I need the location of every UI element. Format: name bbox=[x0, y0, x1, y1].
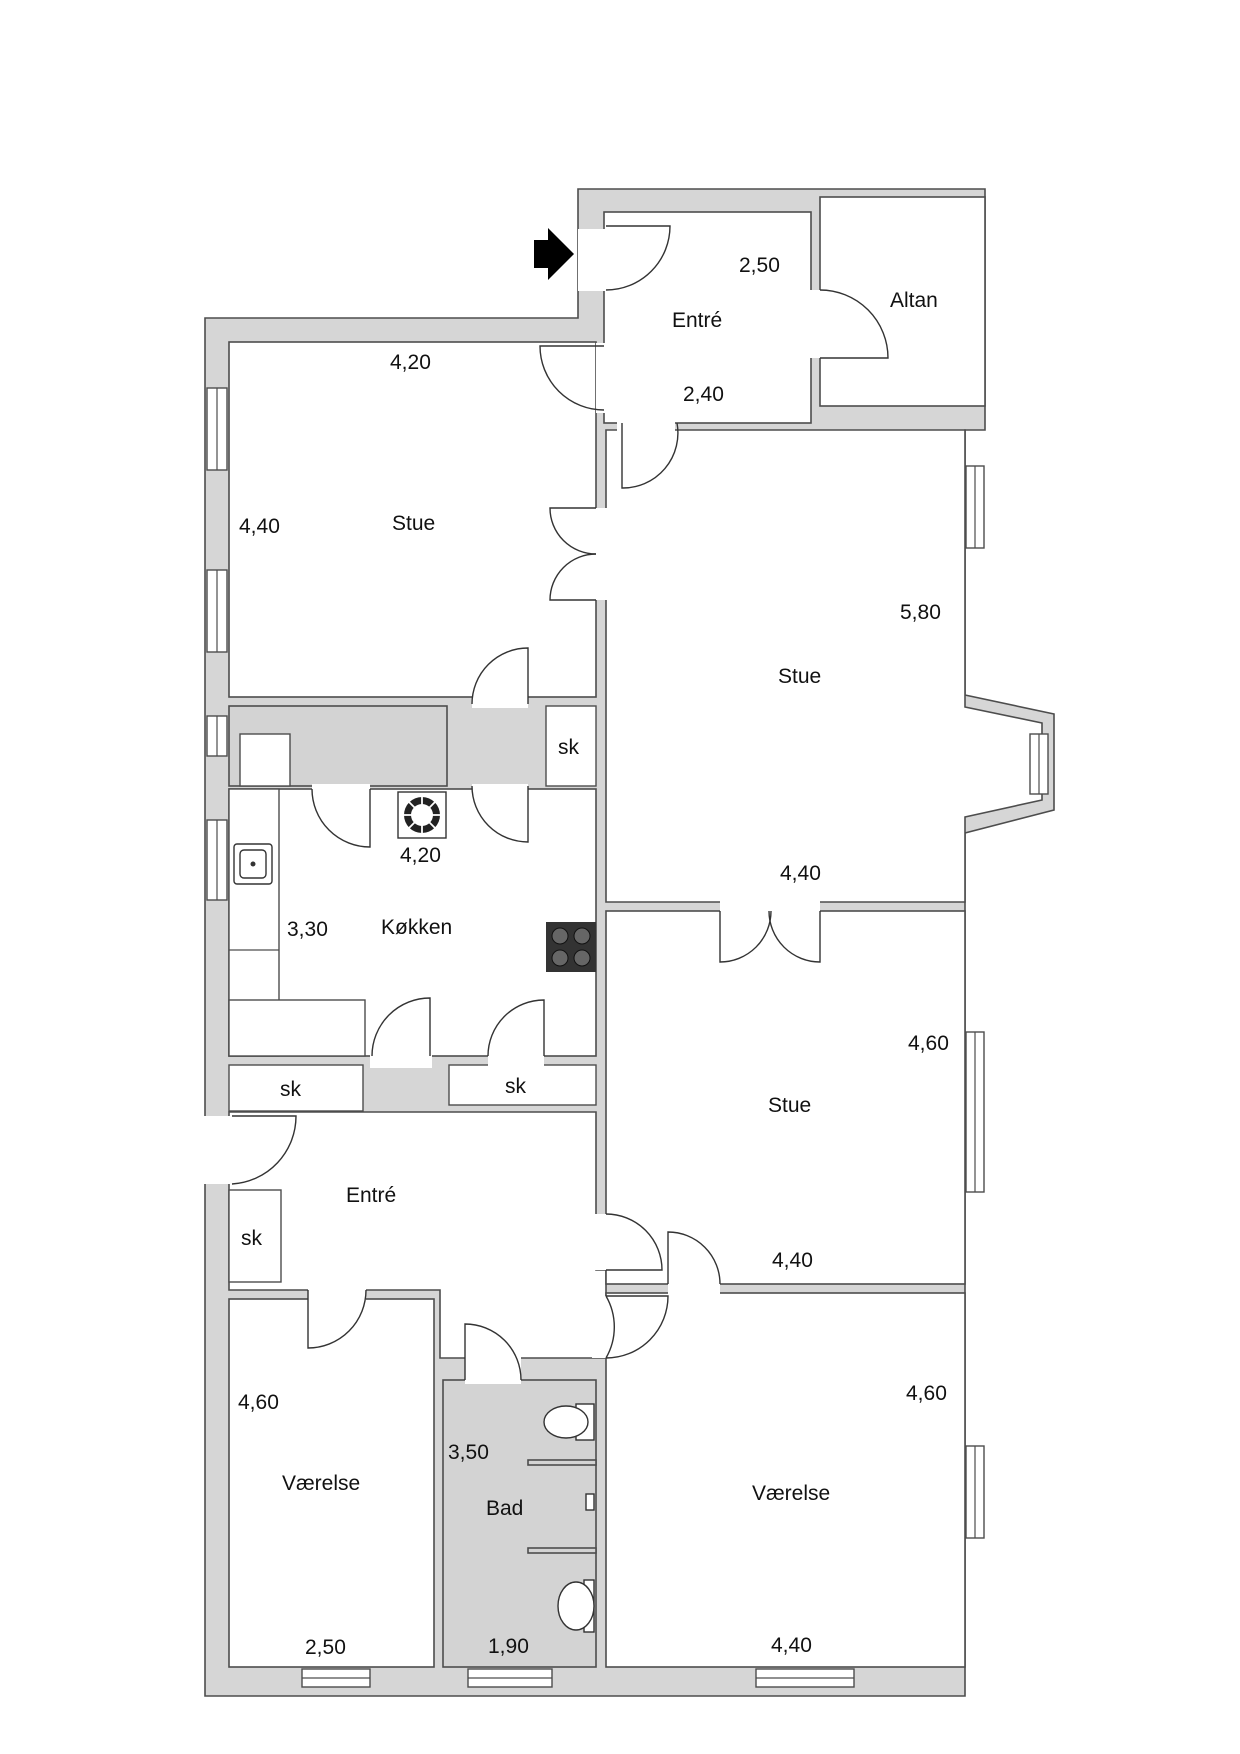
dim-vaerelse-sw-width: 2,50 bbox=[305, 1636, 346, 1659]
door-stue-double-left bbox=[549, 507, 597, 555]
toilet-icon bbox=[543, 1403, 595, 1441]
entrance-arrow-icon bbox=[534, 228, 574, 280]
fridge bbox=[239, 733, 291, 787]
label-sk-entre-side: sk bbox=[241, 1227, 263, 1250]
door-vaerelse-se bbox=[605, 1295, 669, 1359]
fan-icon bbox=[397, 791, 447, 839]
closet-sk-entre-left bbox=[228, 1064, 364, 1112]
dim-entre-top-width: 2,50 bbox=[739, 254, 780, 277]
dim-stue-nw-depth: 4,40 bbox=[239, 515, 280, 538]
bathroom-partitions bbox=[527, 1459, 597, 1554]
dim-stue-e-depth: 4,60 bbox=[908, 1032, 949, 1055]
room-interiors bbox=[228, 196, 1043, 1668]
door-entre-stue-e bbox=[605, 1213, 663, 1271]
room-stue-nw bbox=[228, 341, 597, 698]
label-entre-top: Entré bbox=[672, 309, 722, 332]
door-front bbox=[231, 1115, 297, 1185]
label-altan: Altan bbox=[890, 289, 938, 312]
door-hall-upper bbox=[471, 647, 529, 705]
dim-bad-width: 1,90 bbox=[488, 1635, 529, 1658]
dimension-labels: 2,50 2,40 4,20 4,40 5,80 4,40 4,20 3,30 … bbox=[238, 254, 949, 1659]
label-sk-entre-left: sk bbox=[280, 1078, 302, 1101]
dim-kokken-width: 4,20 bbox=[400, 844, 441, 867]
door-sk-closet bbox=[487, 999, 545, 1057]
label-vaerelse-sw: Værelse bbox=[282, 1472, 360, 1495]
sink-icon bbox=[233, 843, 273, 885]
stove-icon bbox=[546, 922, 596, 972]
room-vaerelse-sw bbox=[228, 1298, 435, 1668]
door-entre-stue-ne bbox=[621, 422, 679, 489]
door-hall-lower bbox=[471, 785, 529, 843]
door-bad bbox=[464, 1323, 522, 1381]
dim-vaerelse-se-depth: 4,60 bbox=[906, 1382, 947, 1405]
door-openings bbox=[204, 229, 824, 1384]
room-labels: Entré Altan Stue Stue Køkken Entré Stue … bbox=[241, 289, 938, 1520]
label-entre-main: Entré bbox=[346, 1184, 396, 1207]
label-stue-ne: Stue bbox=[778, 665, 821, 688]
dim-kokken-depth: 3,30 bbox=[287, 918, 328, 941]
door-main-entrance bbox=[605, 225, 671, 291]
dim-stue-ne-width: 4,40 bbox=[780, 862, 821, 885]
cabinets bbox=[228, 705, 597, 1283]
tap-icon bbox=[585, 1493, 595, 1511]
label-stue-nw: Stue bbox=[392, 512, 435, 535]
label-vaerelse-se: Værelse bbox=[752, 1482, 830, 1505]
kitchen-bottom-counter bbox=[228, 999, 366, 1057]
label-kokken: Køkken bbox=[381, 916, 452, 939]
door-swings bbox=[231, 225, 889, 1381]
windows bbox=[206, 387, 1049, 1688]
door-kitchen-entre bbox=[371, 997, 431, 1057]
door-stue-e-double-right bbox=[768, 910, 821, 963]
closet-sk-entre-right bbox=[448, 1064, 597, 1106]
dim-stue-nw-width: 4,20 bbox=[390, 351, 431, 374]
label-bad: Bad bbox=[486, 1497, 523, 1520]
dim-stue-e-width: 4,40 bbox=[772, 1249, 813, 1272]
dim-bad-depth: 3,50 bbox=[448, 1441, 489, 1464]
washbasin-icon bbox=[557, 1579, 595, 1633]
door-stue-double-right bbox=[549, 553, 597, 601]
fixtures bbox=[233, 791, 597, 1633]
dim-entre-top-depth: 2,40 bbox=[683, 383, 724, 406]
label-stue-e: Stue bbox=[768, 1094, 811, 1117]
closet-sk-kitchen bbox=[545, 705, 597, 787]
dim-vaerelse-se-width: 4,40 bbox=[771, 1634, 812, 1657]
room-entre-top bbox=[603, 211, 812, 424]
door-altan bbox=[819, 289, 889, 359]
closet-sk-entre-side bbox=[228, 1189, 282, 1283]
room-vaerelse-se bbox=[605, 1292, 966, 1668]
label-sk-entre-right: sk bbox=[505, 1075, 527, 1098]
dim-vaerelse-sw-depth: 4,60 bbox=[238, 1391, 279, 1414]
door-entre-stue-nw bbox=[539, 345, 605, 411]
label-sk-kitchen: sk bbox=[558, 736, 580, 759]
dim-stue-ne-depth: 5,80 bbox=[900, 601, 941, 624]
door-kitchen-closet bbox=[311, 788, 371, 848]
door-stue-e-from-hall bbox=[667, 1231, 721, 1285]
door-vaerelse-sw bbox=[307, 1289, 367, 1349]
